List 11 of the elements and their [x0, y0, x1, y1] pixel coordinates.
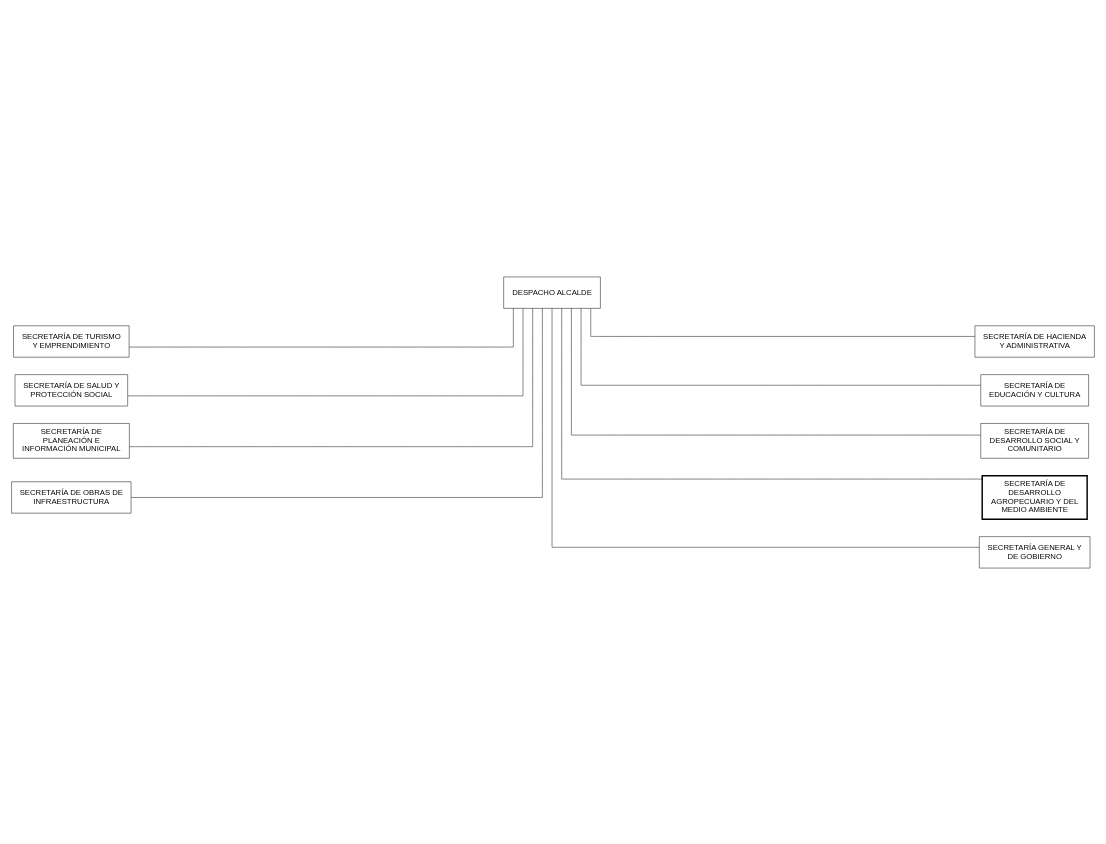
node-box: SECRETARÍA DE HACIENDA Y ADMINISTRATIVA — [974, 325, 1095, 357]
node-box: SECRETARÍA DE DESARROLLO AGROPECUARIO Y DEL MEDIO AMBIENTE — [981, 474, 1088, 520]
node-box: SECRETARÍA DE TURISMO Y EMPRENDIMIENTO — [13, 325, 130, 357]
node-box: SECRETARÍA GENERAL Y DE GOBIERNO — [979, 535, 1091, 568]
connector — [561, 307, 983, 479]
node-box: SECRETARÍA DE OBRAS DE INFRAESTRUCTURA — [11, 481, 132, 513]
node-box: SECRETARÍA DE DESARROLLO SOCIAL Y COMUNITARIO — [980, 422, 1089, 459]
node-box: SECRETARÍA DE EDUCACIÓN Y CULTURA — [980, 373, 1089, 406]
node-box: SECRETARÍA DE SALUD Y PROTECCIÓN SOCIAL — [14, 373, 128, 406]
node-box: DESPACHO ALCALDE — [503, 276, 601, 309]
node-box: SECRETARÍA DE PLANEACIÓN E INFORMACIÓN MUNICIPAL — [13, 422, 130, 459]
